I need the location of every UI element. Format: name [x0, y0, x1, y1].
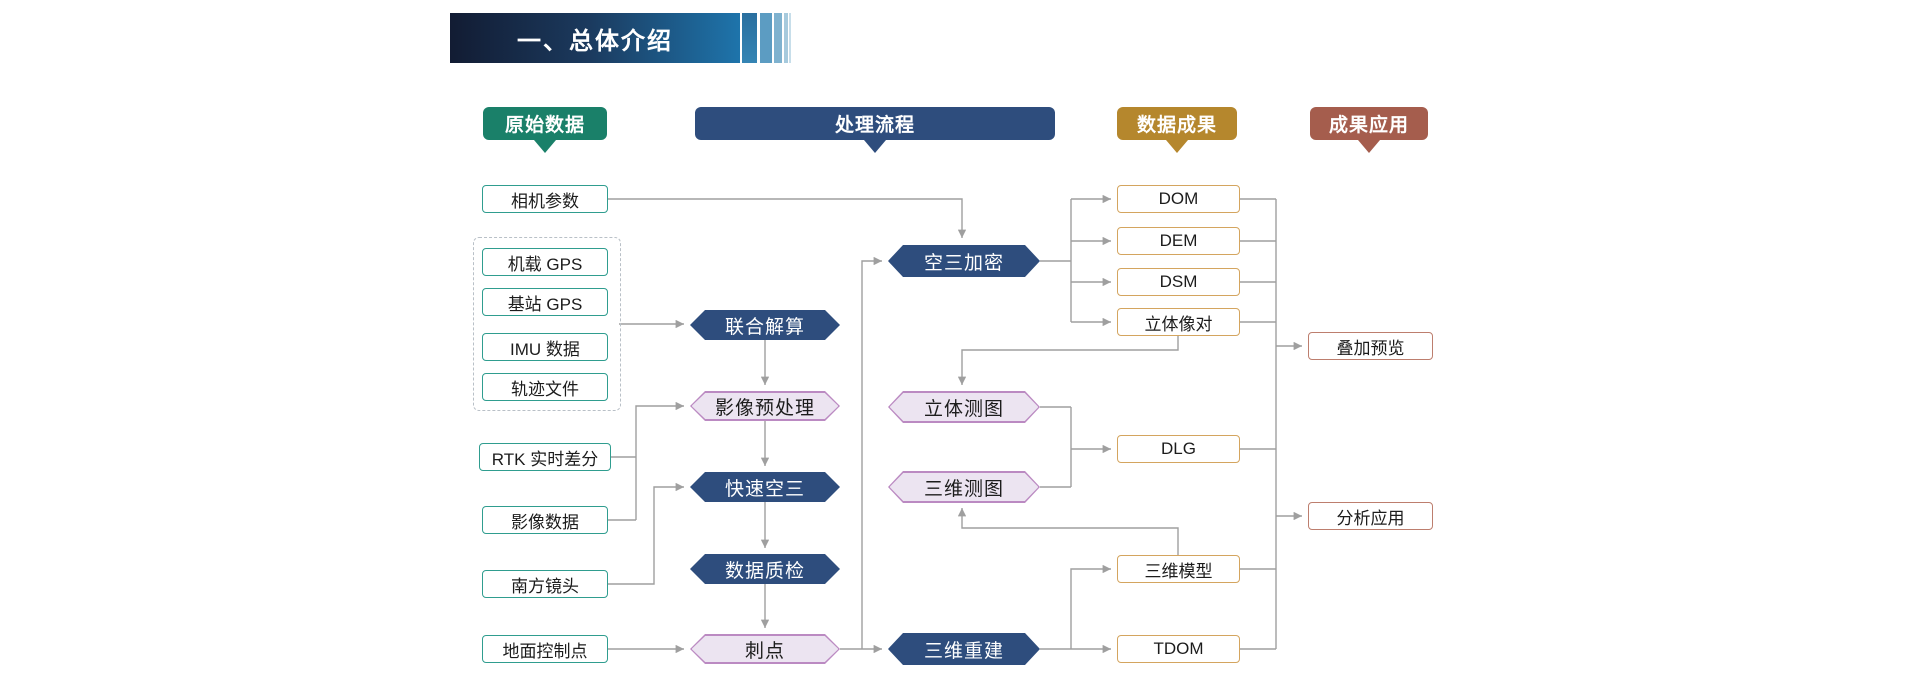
- hex-prick-point: 刺点: [690, 634, 840, 664]
- banner-stripe: [784, 13, 788, 63]
- node-label: 影像数据: [511, 512, 579, 532]
- hex-joint-solution: 联合解算: [690, 310, 840, 340]
- hex-image-preprocess: 影像预处理: [690, 391, 840, 421]
- node-label: 立体测图: [923, 398, 1004, 420]
- node-dlg: DLG: [1117, 435, 1240, 463]
- header-label: 数据成果: [1136, 115, 1217, 136]
- gps-group-frame: [473, 237, 621, 411]
- header-raw-data: 原始数据: [483, 107, 607, 140]
- node-label: 轨迹文件: [511, 379, 579, 399]
- node-label: 联合解算: [724, 316, 805, 338]
- node-label: 三维模型: [1144, 561, 1213, 581]
- node-dem: DEM: [1117, 227, 1240, 255]
- node-overlay-preview: 叠加预览: [1308, 332, 1433, 360]
- node-label: 立体像对: [1144, 314, 1213, 334]
- banner-stripe: [760, 13, 772, 63]
- node-3d-model: 三维模型: [1117, 555, 1240, 583]
- node-label: DLG: [1161, 439, 1196, 458]
- node-label: 分析应用: [1336, 508, 1405, 528]
- node-dom: DOM: [1117, 185, 1240, 213]
- node-label: 影像预处理: [714, 397, 815, 419]
- node-analysis-application: 分析应用: [1308, 502, 1433, 530]
- section-title: 一、总体介绍: [517, 27, 673, 55]
- header-process-flow: 处理流程: [695, 107, 1055, 140]
- hex-3d-mapping: 三维测图: [888, 471, 1040, 503]
- header-label: 原始数据: [504, 115, 585, 136]
- node-label: 刺点: [744, 640, 785, 662]
- header-label: 处理流程: [834, 115, 915, 136]
- node-label: TDOM: [1153, 639, 1204, 658]
- node-label: 基站 GPS: [507, 294, 583, 314]
- hex-data-quality-check: 数据质检: [690, 554, 840, 584]
- node-label: DOM: [1158, 189, 1199, 208]
- node-dsm: DSM: [1117, 268, 1240, 296]
- node-track-file: 轨迹文件: [482, 373, 608, 401]
- node-label: IMU 数据: [510, 339, 580, 359]
- node-label: DSM: [1159, 272, 1198, 291]
- banner-stripe: [789, 13, 791, 63]
- node-imu-data: IMU 数据: [482, 333, 608, 361]
- hex-fast-aerotriangulation: 快速空三: [690, 472, 840, 502]
- banner-stripe: [742, 13, 757, 63]
- node-label: 相机参数: [511, 191, 579, 211]
- node-label: 机载 GPS: [507, 254, 583, 274]
- node-label: RTK 实时差分: [491, 449, 599, 469]
- header-result-apps: 成果应用: [1310, 107, 1428, 140]
- node-label: 南方镜头: [511, 576, 579, 596]
- header-label: 成果应用: [1328, 115, 1409, 136]
- node-base-station-gps: 基站 GPS: [482, 288, 608, 316]
- node-stereo-pair: 立体像对: [1117, 308, 1240, 336]
- section-banner: 一、总体介绍: [450, 13, 740, 63]
- node-ground-control-points: 地面控制点: [482, 635, 608, 663]
- node-label: DEM: [1159, 231, 1198, 250]
- hex-3d-reconstruction: 三维重建: [888, 633, 1040, 665]
- node-rtk-realtime-diff: RTK 实时差分: [479, 443, 611, 471]
- node-tdom: TDOM: [1117, 635, 1240, 663]
- node-image-data: 影像数据: [482, 506, 608, 534]
- node-label: 三维测图: [923, 478, 1004, 500]
- node-label: 地面控制点: [502, 641, 588, 661]
- node-label: 快速空三: [724, 478, 805, 500]
- banner-stripe: [774, 13, 782, 63]
- node-label: 叠加预览: [1336, 338, 1405, 358]
- node-airborne-gps: 机载 GPS: [482, 248, 608, 276]
- header-data-results: 数据成果: [1117, 107, 1237, 140]
- node-camera-params: 相机参数: [482, 185, 608, 213]
- node-southern-lens: 南方镜头: [482, 570, 608, 598]
- hex-stereo-mapping: 立体测图: [888, 391, 1040, 423]
- hex-aerotriangulation-densification: 空三加密: [888, 245, 1040, 277]
- node-label: 空三加密: [923, 252, 1004, 274]
- node-label: 三维重建: [923, 640, 1004, 662]
- node-label: 数据质检: [724, 560, 805, 582]
